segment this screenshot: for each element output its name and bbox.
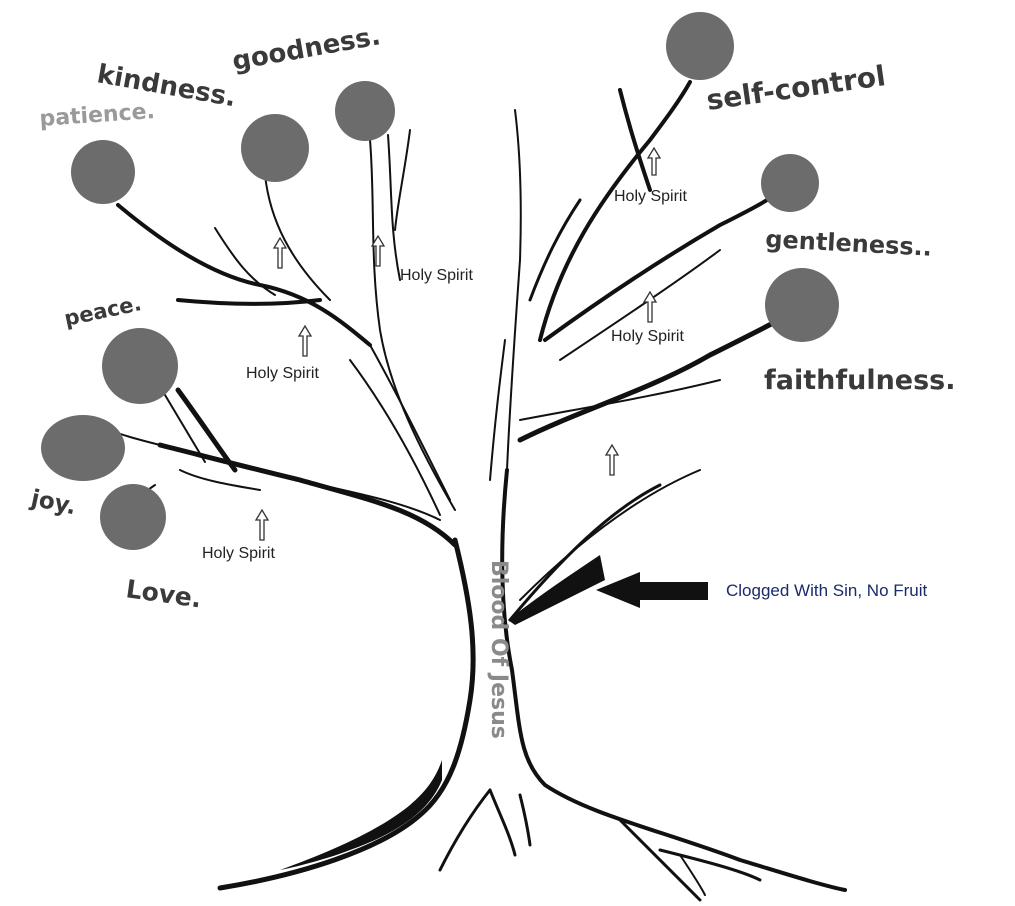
- label-joy: joy.: [28, 485, 79, 520]
- holy-spirit-label: Holy Spirit: [202, 545, 275, 562]
- label-goodness: goodness.: [230, 21, 383, 77]
- left-branches: [115, 130, 455, 545]
- fruit-faithfulness: [765, 268, 839, 342]
- clogged-note: Clogged With Sin, No Fruit: [726, 581, 928, 600]
- trunk-label: Blood Of Jesus: [486, 560, 511, 739]
- label-love: Love.: [124, 574, 203, 613]
- tree-trunk: [220, 470, 845, 900]
- fruit-patience: [71, 140, 135, 204]
- up-arrow-icon: [606, 445, 618, 475]
- label-peace: peace.: [62, 291, 143, 331]
- label-self-control: self-control: [704, 59, 887, 117]
- up-arrow-icon: [299, 326, 311, 356]
- left-arrow-icon: [596, 572, 708, 608]
- fruit-goodness: [335, 81, 395, 141]
- label-patience: patience.: [39, 99, 156, 132]
- holy-spirit-label: Holy Spirit: [611, 328, 684, 345]
- holy-spirit-label: Holy Spirit: [400, 267, 473, 284]
- fruit-kindness: [241, 114, 309, 182]
- holy-spirit-label: Holy Spirit: [614, 188, 687, 205]
- up-arrow-icon: [274, 238, 286, 268]
- up-arrow-icon: [256, 510, 268, 540]
- label-gentleness: gentleness..: [765, 225, 933, 262]
- fruit-love: [100, 484, 166, 550]
- fruit-self-control: [666, 12, 734, 80]
- holy-spirit-labels: Holy Spirit Holy Spirit Holy Spirit Holy…: [202, 188, 687, 562]
- fruit-gentleness: [761, 154, 819, 212]
- fruit-joy: [41, 415, 125, 481]
- holy-spirit-label: Holy Spirit: [246, 365, 319, 382]
- up-arrow-icon: [648, 148, 660, 175]
- right-branches: [490, 82, 775, 625]
- fruit-peace: [102, 328, 178, 404]
- clogged-callout: Clogged With Sin, No Fruit: [596, 572, 928, 608]
- label-faithfulness: faithfulness.: [764, 365, 956, 396]
